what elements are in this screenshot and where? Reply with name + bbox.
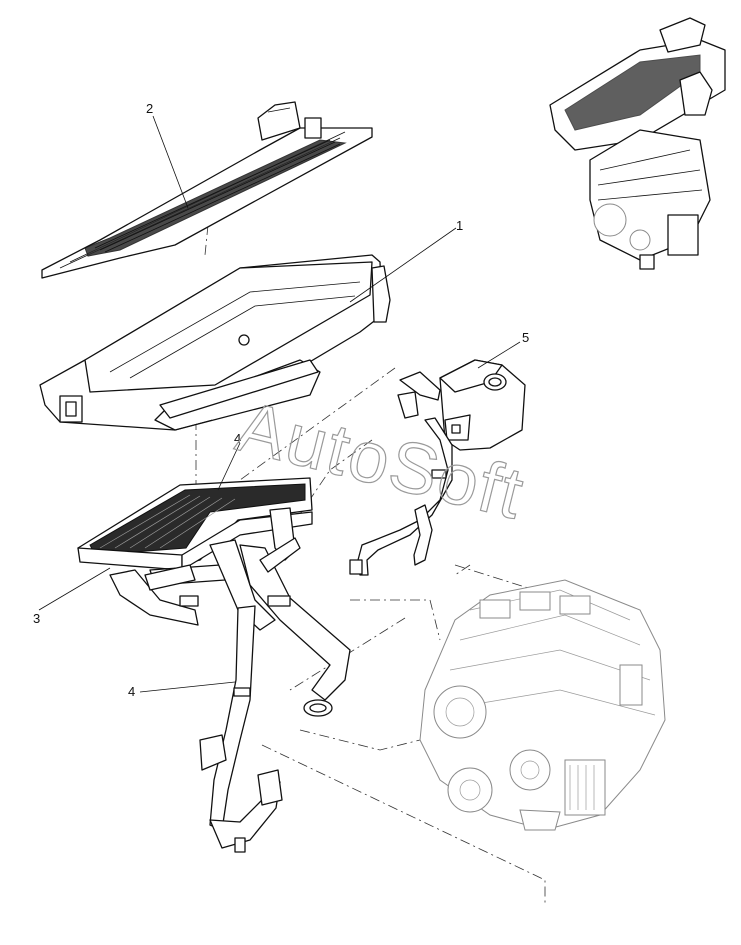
callout-1: 1 <box>456 218 463 233</box>
tank-hose-lines <box>349 417 453 576</box>
callout-2: 2 <box>146 101 153 116</box>
callout-5: 5 <box>522 330 529 345</box>
callout-3: 3 <box>33 611 40 626</box>
top-cover-grille <box>41 101 373 279</box>
engine-assembly <box>419 579 666 831</box>
callout-4-lower: 4 <box>128 684 135 699</box>
radiator-frame-housing <box>39 254 391 431</box>
coolant-hoses <box>109 507 351 853</box>
callout-4-upper: 4 <box>234 431 241 446</box>
radiator-core <box>77 477 313 571</box>
expansion-tank <box>397 359 526 451</box>
leader-lines <box>38 115 521 693</box>
assembly-thumbnail <box>549 17 726 270</box>
